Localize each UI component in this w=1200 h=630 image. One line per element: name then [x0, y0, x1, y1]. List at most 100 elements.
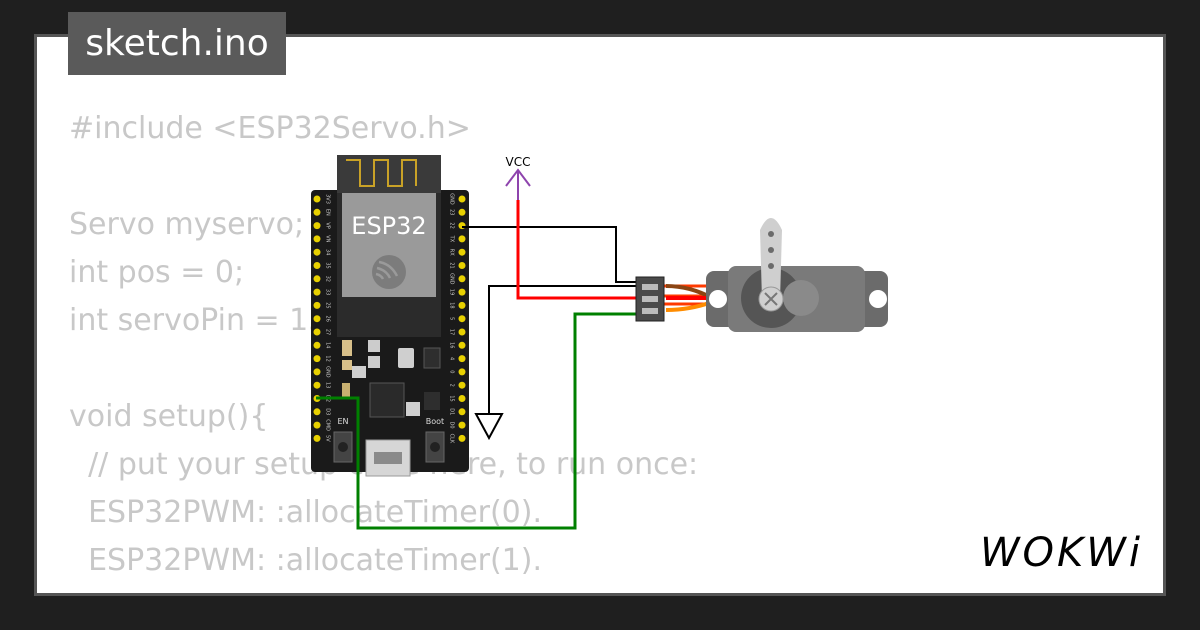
right-pin-label: 4 — [449, 357, 455, 360]
en-button-label: EN — [337, 417, 348, 426]
signal-wire — [316, 312, 636, 530]
right-pin-label: CLK — [449, 434, 455, 444]
servo-motor[interactable] — [706, 218, 888, 332]
left-pin-3V3[interactable] — [313, 195, 321, 203]
left-pin-EN[interactable] — [313, 208, 321, 216]
left-pin-label: 25 — [325, 302, 331, 308]
left-pin-label: 12 — [325, 355, 331, 361]
code-line: ESP32PWM: :allocateTimer(2). — [69, 585, 698, 593]
right-pin-label: 19 — [449, 289, 455, 295]
right-pin-GND[interactable] — [458, 275, 466, 283]
left-pin-14[interactable] — [313, 341, 321, 349]
left-pin-27[interactable] — [313, 328, 321, 336]
left-pin-GND[interactable] — [313, 368, 321, 376]
project-preview-card: #include <ESP32Servo.h> Servo myservo; int… — [34, 34, 1166, 596]
vcc-wire — [516, 200, 636, 300]
code-line: Servo myservo; — [69, 207, 305, 242]
right-pin-label: 17 — [449, 329, 455, 335]
left-pin-13[interactable] — [313, 381, 321, 389]
right-pin-label: GND — [449, 193, 455, 205]
filename-tab[interactable]: sketch.ino — [68, 12, 286, 75]
left-pin-label: 34 — [325, 249, 331, 255]
ground-wire — [488, 285, 636, 385]
right-pin-19[interactable] — [458, 288, 466, 296]
left-pin-35[interactable] — [313, 262, 321, 269]
wokwi-logo: WOKWi — [980, 530, 1143, 576]
left-pin-33[interactable] — [313, 288, 321, 296]
right-pin-23[interactable] — [458, 208, 466, 216]
servo-connector — [635, 276, 665, 322]
left-pin-25[interactable] — [313, 301, 321, 309]
left-pin-26[interactable] — [313, 315, 321, 323]
left-pin-label: 32 — [325, 276, 331, 282]
svg-text:WOKWi: WOKWi — [980, 530, 1143, 576]
left-pin-label: 27 — [325, 329, 331, 335]
gnd-wire — [462, 226, 636, 283]
right-pin-label: 22 — [449, 222, 455, 228]
right-pin-label: D1 — [449, 408, 455, 415]
ground-symbol — [474, 385, 504, 441]
right-pin-15[interactable] — [458, 395, 466, 402]
left-pin-12[interactable] — [313, 355, 321, 363]
right-pin-label: TX — [449, 235, 455, 243]
right-pin-2[interactable] — [458, 381, 466, 389]
left-pin-label: 13 — [325, 382, 331, 388]
left-pin-label: 26 — [325, 316, 331, 322]
right-pin-label: GND — [449, 273, 455, 285]
right-pin-RX[interactable] — [458, 248, 466, 256]
vcc-symbol: VCC — [505, 155, 531, 200]
right-pin-4[interactable] — [458, 355, 466, 363]
usb-bridge-chip — [369, 382, 405, 418]
right-pin-label: 21 — [449, 262, 455, 268]
left-pin-34[interactable] — [313, 248, 321, 256]
right-pin-label: RX — [449, 249, 455, 256]
code-line: #include <ESP32Servo.h> — [69, 111, 471, 146]
right-pin-TX[interactable] — [458, 235, 466, 243]
left-pin-label: VP — [325, 222, 331, 228]
right-pin-0[interactable] — [458, 368, 466, 376]
left-pin-5V[interactable] — [313, 434, 321, 442]
left-pin-label: 14 — [325, 342, 331, 348]
vcc-label: VCC — [506, 155, 531, 169]
left-pin-D3[interactable] — [313, 408, 321, 416]
left-pin-label: VN — [325, 235, 331, 242]
right-pin-CLK[interactable] — [458, 434, 466, 442]
code-line: ESP32PWM: :allocateTimer(1). — [69, 543, 543, 578]
left-pin-CMD[interactable] — [313, 421, 321, 429]
right-pin-GND[interactable] — [458, 195, 466, 203]
right-pin-label: 18 — [449, 302, 455, 308]
right-pin-5[interactable] — [458, 315, 466, 323]
board-label: ESP32 — [351, 212, 426, 240]
code-line: int pos = 0; — [69, 255, 245, 290]
right-pin-label: D0 — [449, 422, 455, 429]
left-pin-label: CMD — [325, 419, 331, 431]
right-pin-17[interactable] — [458, 328, 466, 336]
right-pin-D0[interactable] — [458, 421, 466, 429]
left-pin-label: EN — [325, 209, 331, 216]
right-pin-18[interactable] — [458, 301, 466, 309]
right-pin-label: 23 — [449, 209, 455, 215]
right-pin-label: 5 — [449, 317, 455, 320]
right-pin-label: 15 — [449, 395, 455, 401]
left-pin-label: 5V — [325, 435, 331, 442]
esp32-board[interactable]: 3V3ENVPVN343532332526271412GND13D2D3CMD5… — [311, 155, 469, 477]
left-pin-label: GND — [325, 366, 331, 378]
right-pin-16[interactable] — [458, 341, 466, 349]
right-pin-21[interactable] — [458, 262, 466, 269]
right-pin-label: 2 — [449, 384, 455, 387]
left-pin-VP[interactable] — [313, 222, 321, 230]
left-pin-32[interactable] — [313, 275, 321, 283]
right-pin-22[interactable] — [458, 222, 466, 230]
left-pin-label: 33 — [325, 289, 331, 295]
left-pin-label: 35 — [325, 262, 331, 268]
servo-horn[interactable] — [760, 218, 782, 300]
boot-button-label: Boot — [426, 417, 444, 426]
left-pin-VN[interactable] — [313, 235, 321, 243]
right-pin-D1[interactable] — [458, 408, 466, 416]
code-line: ESP32PWM: :allocateTimer(0). — [69, 495, 543, 530]
left-pin-label: D3 — [325, 408, 331, 415]
code-line: void setup(){ — [69, 399, 269, 434]
espressif-logo-icon — [372, 255, 406, 289]
right-pin-label: 0 — [449, 370, 455, 373]
